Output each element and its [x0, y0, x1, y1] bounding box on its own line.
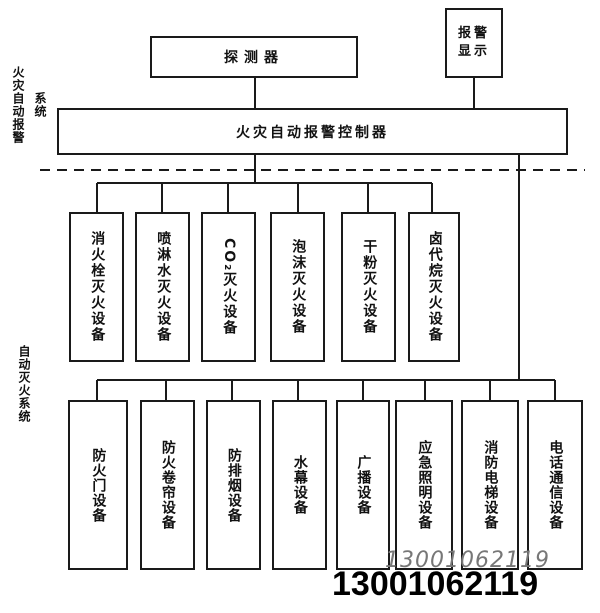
linkage-label: 广播设备	[355, 455, 372, 515]
extinguish-box-sprinkler: 喷淋水灭火设备	[135, 212, 190, 362]
extinguish-label: CO₂灭火设备	[221, 237, 238, 337]
label-auto-extinguish-system: 自动灭火系统	[17, 345, 31, 423]
linkage-box-fire-elevator: 消防电梯设备	[461, 400, 519, 570]
linkage-box-broadcast: 广播设备	[336, 400, 390, 570]
extinguish-box-halon: 卤代烷灭火设备	[408, 212, 460, 362]
linkage-label: 防火门设备	[90, 447, 107, 523]
alarm-display-node: 报警显示	[445, 8, 503, 78]
linkage-label: 水幕设备	[291, 455, 308, 515]
controller-node: 火灾自动报警控制器	[57, 108, 568, 155]
linkage-box-fire-shutter: 防火卷帘设备	[140, 400, 195, 570]
detector-node: 探测器	[150, 36, 358, 78]
linkage-label: 应急照明设备	[416, 440, 433, 530]
extinguish-box-foam: 泡沫灭火设备	[270, 212, 325, 362]
label-fire-alarm-system: 火灾自动报警	[11, 66, 25, 144]
detector-label: 探测器	[224, 50, 284, 66]
linkage-box-emergency-lighting: 应急照明设备	[395, 400, 453, 570]
extinguish-label: 卤代烷灭火设备	[426, 231, 443, 343]
extinguish-label: 喷淋水灭火设备	[155, 231, 172, 343]
controller-label: 火灾自动报警控制器	[236, 124, 389, 141]
extinguish-label: 干粉灭火设备	[361, 239, 378, 335]
linkage-box-telephone: 电话通信设备	[527, 400, 583, 570]
extinguish-label: 消火栓灭火设备	[89, 231, 106, 343]
linkage-label: 防火卷帘设备	[159, 440, 176, 530]
linkage-label: 防排烟设备	[225, 447, 242, 523]
extinguish-box-co2: CO₂灭火设备	[201, 212, 256, 362]
linkage-box-water-curtain: 水幕设备	[272, 400, 327, 570]
extinguish-box-hydrant: 消火栓灭火设备	[69, 212, 124, 362]
extinguish-label: 泡沫灭火设备	[290, 239, 307, 335]
linkage-box-fire-door: 防火门设备	[68, 400, 128, 570]
alarm-display-label: 报警显示	[457, 25, 490, 59]
label-system-suffix: 系统	[33, 92, 47, 118]
linkage-box-smoke-exhaust: 防排烟设备	[206, 400, 261, 570]
linkage-label: 电话通信设备	[547, 440, 564, 530]
watermark-small: 13001062119	[385, 548, 550, 573]
extinguish-box-dry-powder: 干粉灭火设备	[341, 212, 396, 362]
watermark-large: 13001062119	[332, 565, 539, 603]
linkage-label: 消防电梯设备	[482, 440, 499, 530]
